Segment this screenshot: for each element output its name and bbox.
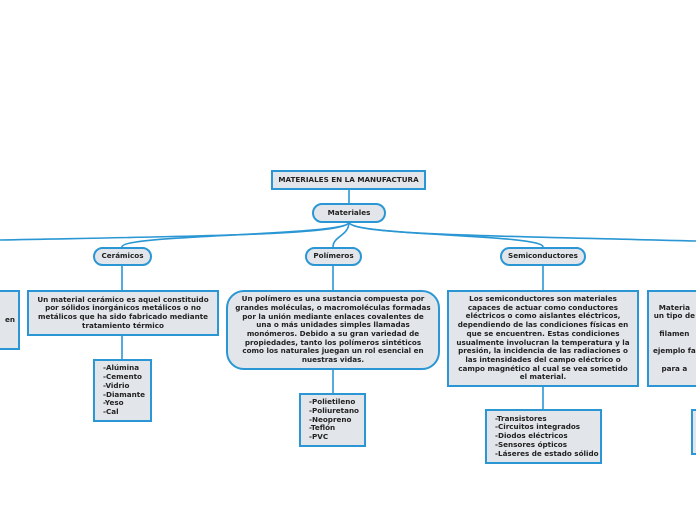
ceramicos-label: Cerámicos xyxy=(101,251,144,261)
ceramicos-examples[interactable]: -Alúmina -Cemento -Vidrio -Diamante -Yes… xyxy=(93,359,152,422)
ceramicos-examples-text: -Alúmina -Cemento -Vidrio -Diamante -Yes… xyxy=(103,363,146,416)
ceramicos-description[interactable]: Un material cerámico es aquel constituid… xyxy=(27,290,219,336)
root-node[interactable]: MATERIALES EN LA MANUFACTURA xyxy=(271,170,426,190)
partial-right-node[interactable]: Materia un tipo de filamen ejemplo fa pa… xyxy=(647,290,696,387)
semiconductores-node[interactable]: Semiconductores xyxy=(500,247,586,266)
ceramicos-description-text: Un material cerámico es aquel constituid… xyxy=(37,294,209,330)
polimeros-examples-text: -Polietileno -Poliuretano -Neopreno -Tef… xyxy=(309,397,359,442)
polimeros-description[interactable]: Un polímero es una sustancia compuesta p… xyxy=(226,290,440,370)
polimeros-description-text: Un polímero es una sustancia compuesta p… xyxy=(235,294,431,365)
edge-main-polimeros xyxy=(332,221,350,248)
ceramicos-node[interactable]: Cerámicos xyxy=(93,247,152,266)
semiconductores-description[interactable]: Los semiconductores son materiales capac… xyxy=(447,290,639,387)
semiconductores-label: Semiconductores xyxy=(508,251,578,261)
root-label: MATERIALES EN LA MANUFACTURA xyxy=(278,174,419,184)
semiconductores-examples[interactable]: -Transistores -Circuitos integrados -Dio… xyxy=(485,409,602,464)
materiales-node[interactable]: Materiales xyxy=(312,203,386,223)
polimeros-examples[interactable]: -Polietileno -Poliuretano -Neopreno -Tef… xyxy=(299,393,366,447)
semiconductores-description-text: Los semiconductores son materiales capac… xyxy=(456,293,630,382)
polimeros-node[interactable]: Polímeros xyxy=(305,247,362,266)
semiconductores-examples-text: -Transistores -Circuitos integrados -Dio… xyxy=(495,413,599,458)
edge-main-right xyxy=(348,221,696,242)
polimeros-label: Polímeros xyxy=(313,251,354,261)
partial-left-text: en xyxy=(5,314,15,324)
partial-right-examples[interactable] xyxy=(691,409,696,455)
edge-main-ceramicos xyxy=(121,221,350,248)
partial-right-text: Materia un tipo de filamen ejemplo fa pa… xyxy=(653,302,696,373)
materiales-label: Materiales xyxy=(327,207,371,217)
partial-left-node[interactable]: en xyxy=(0,290,20,350)
